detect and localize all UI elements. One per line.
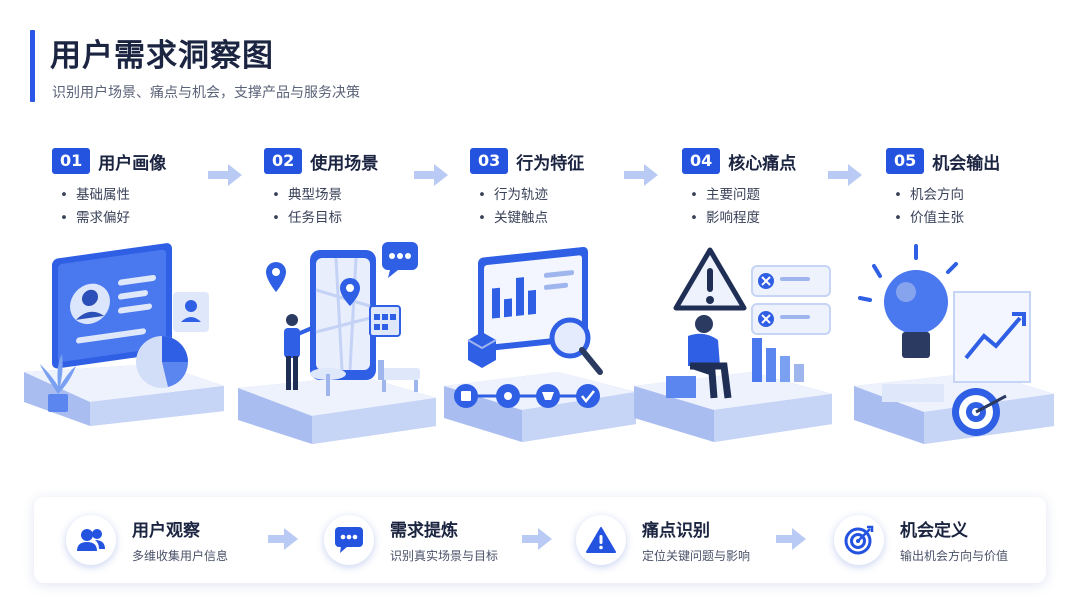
step-bullet: 典型场景 [272,184,464,207]
step-number: 04 [682,148,721,174]
flow-item-pain-point-identification: 痛点识别 定位关键问题与影响 [576,512,750,568]
opportunity-illustration [854,244,1054,444]
flow-item-title: 用户观察 [132,521,200,541]
flow-item-desc: 识别真实场景与目标 [390,549,499,563]
user-profile-illustration [24,243,224,426]
step-bullet: 基础属性 [60,184,252,207]
step-bullets: 机会方向 价值主张 [886,184,1080,230]
flow-arrow-icon [522,528,552,550]
step-bullet: 任务目标 [272,207,464,230]
step-number: 03 [470,148,509,174]
flow-item-desc: 定位关键问题与影响 [642,549,751,563]
title-accent-bar [30,30,35,102]
step-05: 05 机会输出 机会方向 价值主张 [886,148,1080,230]
step-bullet: 机会方向 [894,184,1080,207]
step-bullet: 行为轨迹 [478,184,670,207]
step-bullets: 行为轨迹 关键触点 [470,184,670,230]
flow-item-desc: 多维收集用户信息 [132,549,229,563]
flow-item-user-observation: 用户观察 多维收集用户信息 [66,512,228,568]
flow-item-title: 机会定义 [900,521,968,541]
step-bullet: 价值主张 [894,207,1080,230]
step-number: 02 [264,148,303,174]
users-icon [66,515,116,565]
flow-item-title: 需求提炼 [390,521,458,541]
step-bullets: 基础属性 需求偏好 [52,184,252,230]
step-01: 01 用户画像 基础属性 需求偏好 [52,148,252,230]
step-arrow-icon [208,164,242,186]
flow-item-opportunity-definition: 机会定义 输出机会方向与价值 [834,512,1008,568]
flow-item-desc: 输出机会方向与价值 [900,549,1009,563]
step-arrow-icon [828,164,862,186]
step-02: 02 使用场景 典型场景 任务目标 [264,148,464,230]
step-arrow-icon [624,164,658,186]
step-label: 机会输出 [932,153,1001,174]
page-subtitle: 识别用户场景、痛点与机会，支撑产品与服务决策 [52,85,360,101]
step-label: 使用场景 [310,153,379,174]
warning-icon [576,515,626,565]
flow-arrow-icon [268,528,298,550]
chat-bubble-icon [324,515,374,565]
step-bullet: 关键触点 [478,207,670,230]
step-bullet: 主要问题 [690,184,882,207]
step-number: 01 [52,148,91,174]
process-flow-panel: 用户观察 多维收集用户信息 需求提炼 识别真实场景与目标 痛点识别 定位 [34,497,1046,583]
flow-arrow-icon [776,528,806,550]
step-label: 用户画像 [98,153,167,174]
step-bullet: 需求偏好 [60,207,252,230]
step-arrow-icon [414,164,448,186]
pain-point-illustration [634,247,832,442]
page-title: 用户需求洞察图 [50,38,274,74]
usage-scene-illustration [238,242,436,444]
flow-item-requirement-extraction: 需求提炼 识别真实场景与目标 [324,512,498,568]
step-bullet: 影响程度 [690,207,882,230]
step-label: 核心痛点 [728,153,797,174]
behavior-analytics-illustration [444,246,636,442]
step-04: 04 核心痛点 主要问题 影响程度 [682,148,882,230]
target-icon [834,515,884,565]
step-bullets: 典型场景 任务目标 [264,184,464,230]
step-bullets: 主要问题 影响程度 [682,184,882,230]
flow-item-title: 痛点识别 [642,521,710,541]
step-03: 03 行为特征 行为轨迹 关键触点 [470,148,670,230]
step-label: 行为特征 [516,153,585,174]
step-number: 05 [886,148,925,174]
